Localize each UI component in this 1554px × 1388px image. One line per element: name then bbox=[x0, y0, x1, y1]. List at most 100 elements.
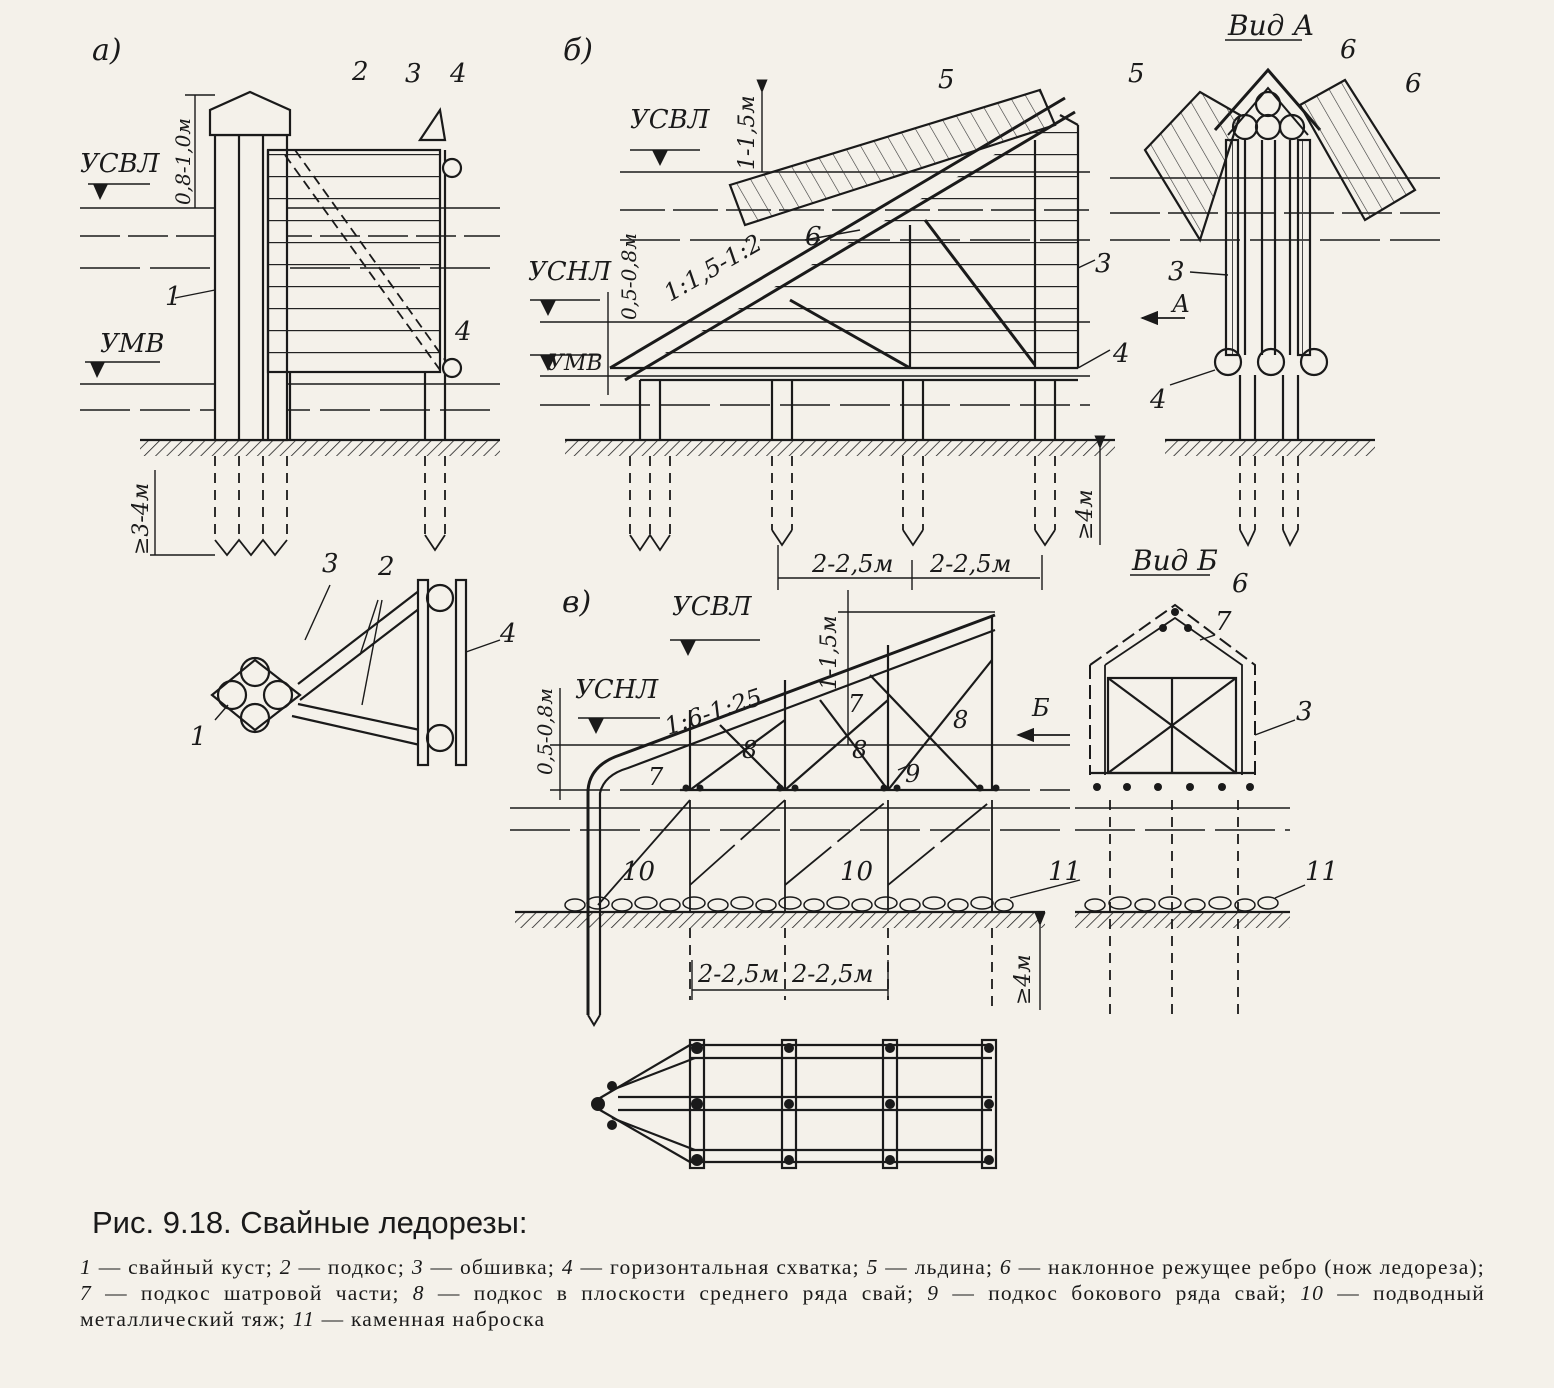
callout-v-10-right: 10 bbox=[840, 857, 873, 887]
view-a bbox=[1110, 39, 1440, 548]
view-a-callout-5: 5 bbox=[1128, 59, 1145, 89]
legend-num: 7 bbox=[80, 1281, 92, 1305]
figure-caption-title: Рис. 9.18. Свайные ледорезы: bbox=[92, 1205, 528, 1240]
view-b-callout-11: 11 bbox=[1305, 857, 1338, 887]
ground-hatch-a bbox=[140, 440, 500, 456]
ground-hatch-view-a bbox=[1165, 440, 1375, 456]
dim-a-height: 0,8-1,0м bbox=[171, 118, 195, 205]
view-a-title: Вид А bbox=[1227, 9, 1314, 42]
dim-b-span-1: 2-2,5м bbox=[811, 550, 893, 578]
legend-text: — наклонное режущее ребро (нож ледореза)… bbox=[1011, 1255, 1485, 1279]
panel-label-a: а) bbox=[92, 33, 122, 68]
view-b-callout-6: 6 bbox=[1232, 569, 1249, 599]
ground-hatch-view-b bbox=[1075, 912, 1290, 928]
callout-v-10-left: 10 bbox=[622, 857, 655, 887]
level-usnl-b: УСНЛ bbox=[528, 257, 612, 287]
legend-text: — льдина; bbox=[878, 1255, 1000, 1279]
legend-num: 10 bbox=[1300, 1281, 1325, 1305]
ground-hatch-v bbox=[515, 912, 1045, 928]
callout-a-3: 3 bbox=[405, 59, 422, 89]
legend-num: 2 bbox=[279, 1255, 292, 1279]
view-a-callout-3: 3 bbox=[1168, 257, 1185, 287]
view-a-callout-6-top: 6 bbox=[1340, 35, 1357, 65]
view-b-title: Вид Б bbox=[1131, 544, 1218, 577]
level-usvl-a: УСВЛ bbox=[80, 149, 161, 179]
figure-legend: 1 — свайный куст; 2 — подкос; 3 — обшивк… bbox=[80, 1254, 1485, 1332]
legend-text: — горизонтальная схватка; bbox=[573, 1255, 867, 1279]
plan-callout-2: 2 bbox=[377, 552, 395, 582]
dim-b-above: 1-1,5м bbox=[735, 95, 760, 170]
dim-b-ice: 0,5-0,8м bbox=[617, 233, 641, 320]
callout-a-4-top: 4 bbox=[449, 59, 467, 89]
legend-num: 6 bbox=[999, 1255, 1012, 1279]
legend-text: — обшивка; bbox=[423, 1255, 562, 1279]
ice-floe-b bbox=[728, 88, 1057, 227]
slope-v: 1:6-1:25 bbox=[661, 683, 765, 741]
legend-num: 3 bbox=[411, 1255, 424, 1279]
plan-callout-1: 1 bbox=[190, 722, 207, 752]
view-b bbox=[1075, 574, 1306, 1015]
panel-label-b: б) bbox=[563, 33, 593, 68]
level-umv-b: УМВ bbox=[548, 351, 603, 376]
panel-b-elevation bbox=[530, 79, 1185, 590]
callout-v-11: 11 bbox=[1048, 857, 1081, 887]
view-a-callout-6-right: 6 bbox=[1405, 69, 1422, 99]
legend-num: 11 bbox=[292, 1307, 316, 1331]
callout-v-8-3: 8 bbox=[953, 706, 968, 734]
dim-v-above: 1-1,5м bbox=[817, 615, 842, 690]
panel-v-plan bbox=[591, 1038, 998, 1170]
callout-b-4: 4 bbox=[1112, 339, 1130, 369]
view-arrow-a-label: А bbox=[1170, 290, 1190, 318]
callout-b-6: 6 bbox=[805, 222, 822, 252]
view-a-callout-4: 4 bbox=[1149, 385, 1167, 415]
callout-v-9: 9 bbox=[905, 760, 920, 788]
level-usnl-v: УСНЛ bbox=[575, 675, 659, 705]
dim-b-span-2: 2-2,5м bbox=[929, 550, 1011, 578]
legend-text: — подводный металлический тяж; bbox=[80, 1281, 1485, 1331]
callout-v-8-2: 8 bbox=[852, 736, 867, 764]
callout-v-7-left: 7 bbox=[648, 763, 664, 791]
stone-riprap-view-b bbox=[1084, 896, 1279, 912]
stone-riprap-v bbox=[564, 896, 1014, 912]
view-b-callout-3: 3 bbox=[1296, 697, 1313, 727]
legend-text: — подкос; bbox=[291, 1255, 412, 1279]
ground-hatch-b bbox=[565, 440, 1115, 456]
dim-v-ice: 0,5-0,8м bbox=[533, 688, 557, 775]
dim-v-span-2: 2-2,5м bbox=[791, 960, 873, 988]
panel-label-v: в) bbox=[562, 585, 591, 620]
technical-drawing: а) УСВЛ УМВ 0,8-1,0м ≥3-4м 1 2 3 4 4 1 2… bbox=[80, 9, 1440, 1170]
callout-v-8-1: 8 bbox=[742, 736, 757, 764]
legend-text: — свайный куст; bbox=[91, 1255, 280, 1279]
dim-v-depth: ≥4м bbox=[1011, 954, 1036, 1005]
callout-a-1: 1 bbox=[165, 282, 182, 312]
callout-a-2: 2 bbox=[351, 57, 369, 87]
view-arrow-b-label: Б bbox=[1031, 694, 1050, 722]
level-umv-a: УМВ bbox=[100, 329, 165, 359]
dim-a-depth: ≥3-4м bbox=[129, 483, 154, 555]
legend-num: 4 bbox=[561, 1255, 574, 1279]
legend-num: 5 bbox=[866, 1255, 879, 1279]
callout-a-4-bottom: 4 bbox=[454, 317, 472, 347]
legend-text: — подкос шатровой части; bbox=[91, 1281, 413, 1305]
legend-num: 9 bbox=[927, 1281, 940, 1305]
legend-text: — каменная наброска bbox=[315, 1307, 546, 1331]
legend-text: — подкос в плоскости среднего ряда свай; bbox=[424, 1281, 928, 1305]
dim-b-depth: ≥4м bbox=[1073, 489, 1098, 540]
plan-callout-3: 3 bbox=[322, 549, 339, 579]
level-usvl-v: УСВЛ bbox=[672, 592, 753, 622]
callout-b-5: 5 bbox=[938, 65, 955, 95]
legend-text: — подкос бокового ряда свай; bbox=[939, 1281, 1301, 1305]
panel-a-elevation bbox=[80, 90, 500, 557]
callout-v-7-top: 7 bbox=[848, 690, 864, 718]
callout-b-3: 3 bbox=[1095, 249, 1112, 279]
level-usvl-b: УСВЛ bbox=[630, 105, 711, 135]
panel-a-plan bbox=[210, 578, 501, 767]
ice-floe-view-a-left bbox=[1143, 90, 1242, 243]
view-b-callout-7: 7 bbox=[1215, 607, 1232, 637]
legend-num: 8 bbox=[412, 1281, 425, 1305]
legend-num: 1 bbox=[80, 1255, 92, 1279]
dim-v-span-1: 2-2,5м bbox=[697, 960, 779, 988]
plan-callout-4: 4 bbox=[499, 619, 517, 649]
panel-v-elevation bbox=[510, 590, 1081, 1027]
